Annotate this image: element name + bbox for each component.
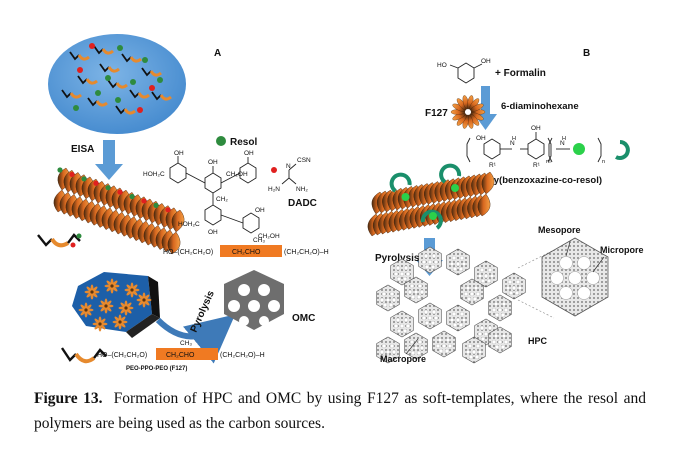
resol-label: Resol — [230, 137, 257, 148]
f127-formula-top: CH₃ HO–(CH₂CH₂O) CH₂CHO (CH₂CH₂O)–H — [163, 237, 329, 257]
panel-b: B HO OH + Formalin F127 6-diaminohexane — [367, 48, 644, 364]
polymer-n-1: N — [510, 140, 515, 147]
polymer-r1-1: R¹ — [489, 162, 497, 169]
zoom-line-2 — [517, 299, 555, 319]
chem-oh-4: OH — [208, 229, 218, 236]
chem-oh-5: OH — [255, 207, 265, 214]
caption-label: Figure 13. — [34, 390, 103, 407]
polymer-h-1: H — [512, 136, 516, 142]
pyrolysis-label-b: Pyrolysis — [375, 253, 420, 264]
chem-hoh2c-1: HOH₂C — [143, 171, 165, 178]
polymer-oh-1: OH — [476, 135, 486, 142]
eisa-arrow — [95, 140, 123, 180]
panel-b-label: B — [583, 48, 590, 59]
surfactant-molecule-icon-bottom — [61, 347, 107, 364]
chem-ch3-bottom: CH₃ — [180, 340, 192, 347]
mesopore-label: Mesopore — [538, 225, 581, 235]
dadc-structure — [281, 163, 297, 185]
polymer-h-2: H — [562, 136, 566, 142]
resorcinol-oh: OH — [481, 58, 491, 65]
panel-a: A EISA Resol — [37, 34, 329, 372]
macropore-label: Macropore — [380, 354, 426, 364]
precursor-solution-ellipse — [48, 34, 186, 134]
chem-ch2oh-1: CH₂OH — [226, 171, 248, 178]
hexagonal-prism — [72, 272, 160, 338]
polymer-r1-2: R¹ — [533, 162, 541, 169]
figure-13-schematic: A EISA Resol — [37, 34, 644, 372]
chem-oh-3: OH — [244, 150, 254, 157]
micropore-pointer — [592, 256, 605, 273]
polymer-structure — [466, 132, 602, 163]
omc-carbon-hexagon — [224, 270, 284, 330]
resol-legend-dot — [216, 136, 226, 146]
dadc-csn: CSN — [297, 157, 311, 164]
resorcinol-structure — [449, 62, 483, 84]
self-assembled-mesostructure — [53, 167, 185, 255]
polymer-mesostructure — [367, 163, 495, 237]
chain-left-bottom: HO–(CH₂CH₂O) — [97, 352, 147, 359]
chem-hoh2c-2: HOH₂C — [178, 221, 200, 228]
polymer-label: Poly(benzoxazine-co-resol) — [479, 175, 602, 186]
chain-left-top: HO–(CH₂CH₂O) — [163, 249, 213, 256]
panel-a-label: A — [214, 48, 221, 59]
micropore-label: Micropore — [600, 245, 644, 255]
resol-structure — [169, 156, 260, 234]
f127-formula-bottom: CH₃ HO–(CH₂CH₂O) CH₂CHO (CH₂CH₂O)–H — [97, 340, 265, 360]
polymer-sub-n: n — [602, 159, 605, 165]
chem-ch2oh-2: CH₂OH — [258, 233, 280, 240]
diamine-label: 6-diaminohexane — [501, 101, 579, 112]
f127-label: F127 — [425, 108, 448, 119]
micelle-array — [78, 278, 152, 332]
pyrolysis-arrow-a — [155, 314, 236, 364]
polymer-chain-icon — [615, 140, 630, 160]
polymer-sub-m: m — [546, 159, 551, 165]
mesopore-pointer — [565, 241, 571, 257]
polymer-oh-2: OH — [531, 125, 541, 132]
hpc-label: HPC — [528, 336, 548, 346]
chain-right-top: (CH₂CH₂O)–H — [284, 249, 329, 256]
dadc-n: N — [286, 163, 291, 170]
eisa-label: EISA — [71, 144, 94, 155]
copolymer-name: PEO-PPO-PEO (F127) — [126, 366, 187, 372]
chem-ch3-top: CH₃ — [253, 237, 265, 244]
chem-oh-1: OH — [174, 150, 184, 157]
chem-oh-2: OH — [208, 159, 218, 166]
dadc-legend-dot — [271, 167, 277, 173]
surfactant-molecule-icon — [37, 233, 82, 248]
polymer-resol-bead — [573, 143, 585, 155]
pyrolysis-label-a: Pyrolysis — [189, 289, 217, 335]
omc-label: OMC — [292, 313, 315, 324]
surfactant-molecules — [61, 43, 172, 115]
chem-ch2: CH₂ — [216, 196, 228, 203]
macropore-pointer — [405, 338, 419, 355]
polymer-n-2: N — [560, 140, 565, 147]
formalin-label: + Formalin — [495, 68, 546, 79]
chain-right-bottom: (CH₂CH₂O)–H — [220, 352, 265, 359]
dadc-h2n: H₂N — [268, 186, 280, 193]
dadc-label: DADC — [288, 198, 317, 209]
figure-caption: Figure 13. Formation of HPC and OMC by u… — [34, 386, 646, 436]
chain-mid-bottom: CH₂CHO — [166, 352, 195, 359]
caption-text: Formation of HPC and OMC by using F127 a… — [34, 390, 647, 432]
hpc-hexagon-cluster — [376, 246, 526, 364]
resorcinol-ho: HO — [437, 62, 447, 69]
zoom-line-1 — [517, 249, 555, 269]
chain-mid-top: CH₂CHO — [232, 249, 261, 256]
dadc-nh2: NH₂ — [296, 186, 308, 193]
f127-micelle-icon — [450, 95, 486, 129]
zoomed-mesoporous-hexagon — [541, 237, 609, 317]
